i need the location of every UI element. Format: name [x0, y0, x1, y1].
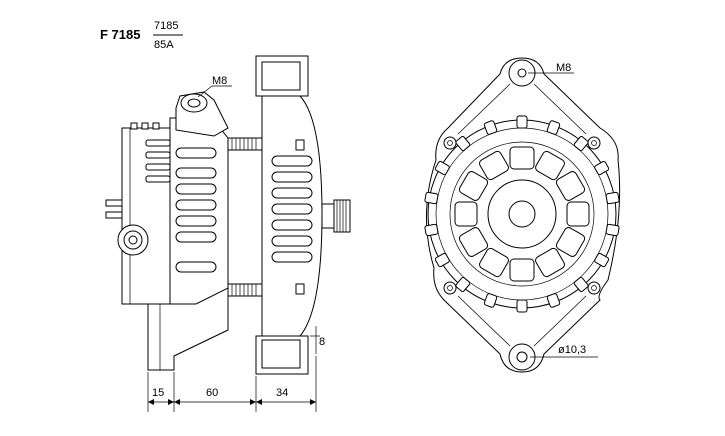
dim-60: 60 — [206, 387, 218, 399]
dim-34: 34 — [276, 387, 288, 399]
through-bolt-lower — [227, 283, 263, 297]
shaft-collar — [321, 203, 335, 229]
bolt-hole-ur — [587, 136, 601, 150]
top-hole — [517, 68, 527, 78]
lower-mount-leg — [147, 287, 229, 371]
bolt-label: M8 — [212, 75, 227, 87]
dim-15: 15 — [152, 387, 164, 399]
bolt-hole-lr — [587, 281, 601, 295]
fan-windows — [454, 146, 590, 282]
shaft — [333, 199, 351, 233]
rear-housing-slots — [175, 147, 217, 273]
bolt-leader — [197, 85, 213, 98]
front-housing-slots — [271, 155, 313, 263]
bolt-hole-ul — [443, 136, 457, 150]
bolt-hole-ll — [443, 281, 457, 295]
outer-vent-slots — [424, 115, 620, 313]
front-view: M8 ø10,3 — [424, 57, 621, 373]
top-hole-label: M8 — [556, 62, 571, 74]
stator-band — [227, 149, 263, 285]
model-code: F 7185 — [100, 27, 140, 42]
side-view: M8 — [105, 55, 351, 412]
front-housing — [261, 95, 323, 337]
bottom-hole — [516, 351, 528, 363]
fraction-bottom: 85A — [154, 39, 174, 51]
shaft-end — [508, 200, 536, 228]
offset-label: 8 — [319, 336, 325, 348]
fraction-top: 7185 — [154, 20, 178, 32]
bottom-hole-label: ø10,3 — [558, 344, 586, 356]
through-bolt-upper — [227, 137, 263, 151]
rear-housing — [169, 117, 229, 313]
